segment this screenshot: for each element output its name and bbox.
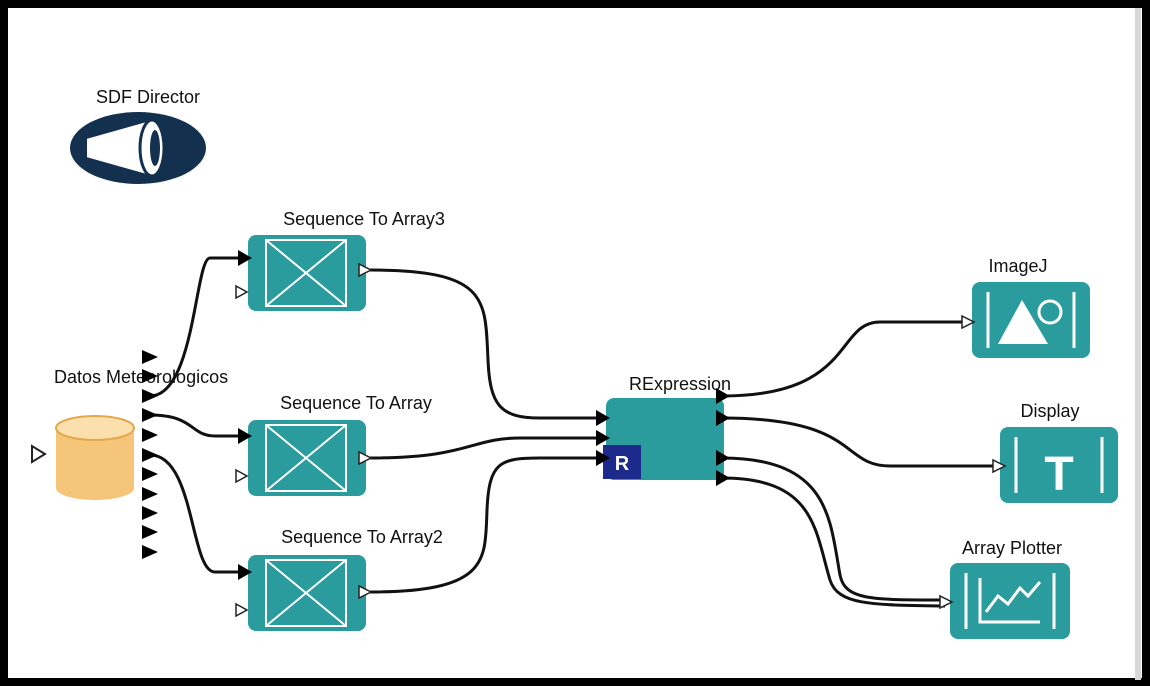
imagej-label: ImageJ: [988, 256, 1047, 276]
display-glyph: T: [1044, 448, 1073, 501]
plotter-label: Array Plotter: [962, 538, 1062, 558]
datos-label: Datos Meteorologicos: [54, 367, 228, 387]
actor-rexpression[interactable]: RExpression R: [596, 374, 731, 486]
bowtie-icon: [265, 424, 347, 492]
actor-display[interactable]: Display T: [992, 401, 1118, 503]
scrollbar[interactable]: [1135, 8, 1141, 680]
rexpr-input-ports[interactable]: [596, 410, 610, 466]
actor-array-plotter[interactable]: Array Plotter: [939, 538, 1070, 639]
display-label: Display: [1020, 401, 1079, 421]
actor-seq2[interactable]: Sequence To Array2: [235, 527, 443, 631]
datos-output-ports[interactable]: [142, 350, 158, 559]
wire-datos-seq[interactable]: [149, 413, 240, 438]
actor-datos[interactable]: Datos Meteorologicos: [31, 350, 228, 559]
wire-seq-rexpr[interactable]: [369, 436, 598, 460]
r-badge-icon: R: [603, 445, 641, 479]
wire-rexpr-plotter-2[interactable]: [721, 476, 946, 608]
wire-rexpr-plotter-1[interactable]: [721, 456, 946, 602]
wire-seq2-rexpr[interactable]: [369, 456, 598, 594]
sdf-director[interactable]: SDF Director: [70, 87, 206, 184]
wire-datos-seq3[interactable]: [149, 256, 240, 398]
actor-seq[interactable]: Sequence To Array: [235, 393, 432, 496]
bowtie-icon: [265, 559, 347, 627]
connections: [149, 256, 996, 608]
director-label: SDF Director: [96, 87, 200, 107]
datos-input-port[interactable]: [31, 444, 47, 464]
rexpr-output-ports[interactable]: [716, 388, 730, 486]
text-t-icon: T: [1014, 437, 1104, 501]
bowtie-icon: [265, 239, 347, 307]
megaphone-icon: [70, 112, 206, 184]
wire-rexpr-imagej[interactable]: [721, 320, 965, 398]
seq-label: Sequence To Array: [280, 393, 432, 413]
wire-seq3-rexpr[interactable]: [369, 268, 598, 420]
database-icon: [55, 415, 135, 500]
seq2-label: Sequence To Array2: [281, 527, 443, 547]
mountain-image-icon: [986, 292, 1076, 348]
line-chart-icon: [964, 573, 1056, 629]
actor-seq3[interactable]: Sequence To Array3: [235, 209, 445, 311]
seq3-label: Sequence To Array3: [283, 209, 445, 229]
actor-imagej[interactable]: ImageJ: [961, 256, 1090, 358]
wire-rexpr-display[interactable]: [721, 416, 996, 468]
rexpr-label: RExpression: [629, 374, 731, 394]
wire-datos-seq2[interactable]: [149, 453, 240, 574]
rexpr-badge: R: [615, 453, 630, 475]
